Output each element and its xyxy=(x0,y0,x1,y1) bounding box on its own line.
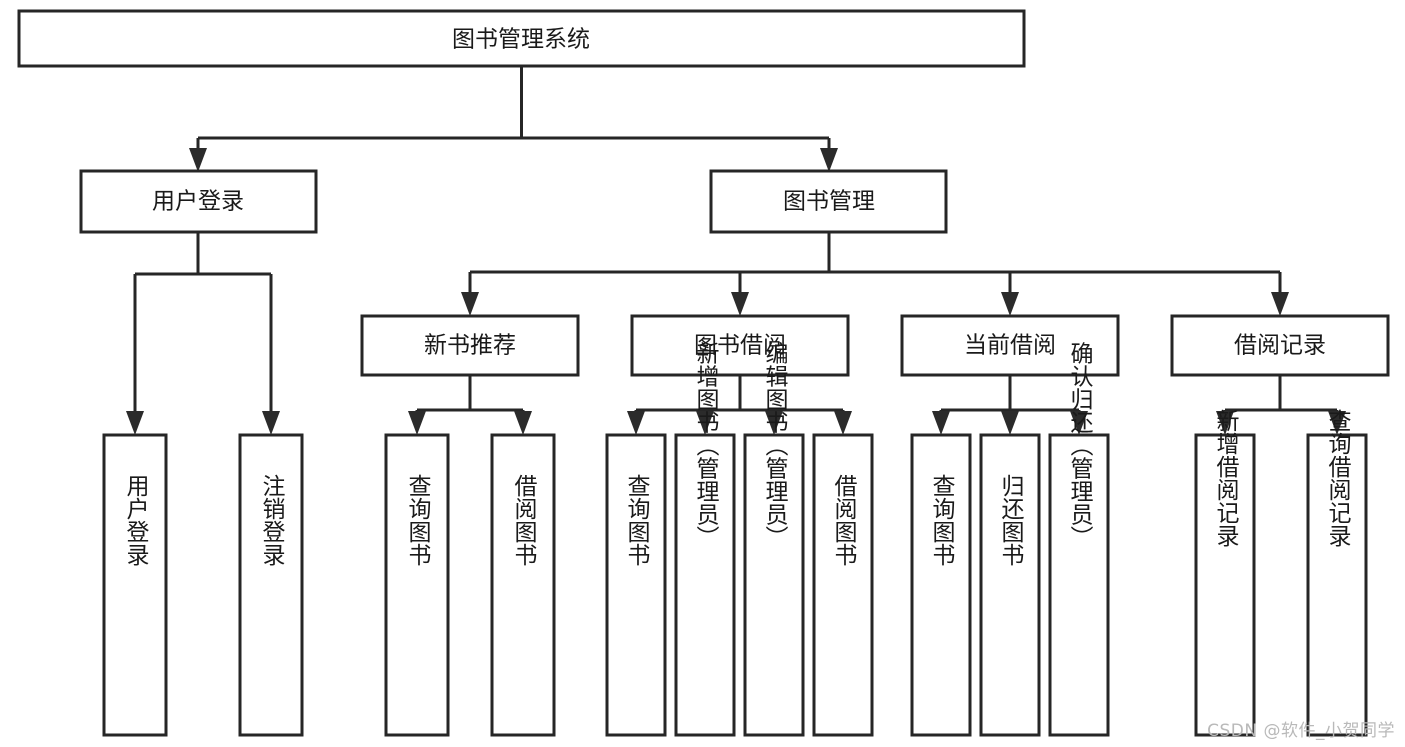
node-leaf-borrow-edit-book[interactable]: 编辑图书（管理员） xyxy=(743,342,805,737)
node-leaf-current-confirm-return[interactable]: 确认归还（管理员） xyxy=(1048,342,1110,737)
arrowhead-borrow-leaf-3 xyxy=(765,411,783,435)
node-current-borrow-label: 当前借阅 xyxy=(964,333,1056,359)
node-root[interactable]: 图书管理系统 xyxy=(17,9,1026,68)
node-leaf-logout-box[interactable] xyxy=(238,433,304,737)
arrowhead-current-leaf-2 xyxy=(1001,411,1019,435)
node-leaf-logout-label: 注销登录 xyxy=(258,474,286,566)
arrowhead-borrow-leaf-2 xyxy=(696,411,714,435)
arrowhead-rec-leaf-1 xyxy=(408,411,426,435)
arrowhead-borrow-leaf-4 xyxy=(834,411,852,435)
node-current-borrow-box[interactable] xyxy=(900,314,1120,377)
edge-group xyxy=(126,66,1346,435)
node-leaf-borrow-query-book-label: 查询图书 xyxy=(623,474,651,566)
node-book-borrow[interactable]: 图书借阅 xyxy=(630,314,850,377)
node-leaf-borrow-add-book-box[interactable] xyxy=(674,433,736,737)
node-leaf-borrow-add-book-label: 新增图书（管理员） xyxy=(692,342,720,549)
node-book-management-box[interactable] xyxy=(709,169,948,234)
node-new-book-recommend-label: 新书推荐 xyxy=(424,333,516,359)
node-current-borrow[interactable]: 当前借阅 xyxy=(900,314,1120,377)
node-user-login-box[interactable] xyxy=(79,169,318,234)
node-borrow-record[interactable]: 借阅记录 xyxy=(1170,314,1390,377)
node-leaf-record-query[interactable]: 查询借阅记录 xyxy=(1306,409,1368,737)
node-leaf-record-add[interactable]: 新增借阅记录 xyxy=(1194,409,1256,737)
node-leaf-rec-query-book-box[interactable] xyxy=(384,433,450,737)
arrowhead-user-login xyxy=(189,148,207,172)
node-user-login[interactable]: 用户登录 xyxy=(79,169,318,234)
arrowhead-rec-leaf-2 xyxy=(514,411,532,435)
node-leaf-rec-query-book-label: 查询图书 xyxy=(404,474,432,566)
arrowhead-current-leaf-3 xyxy=(1070,411,1088,435)
node-leaf-record-add-label: 新增借阅记录 xyxy=(1212,409,1240,547)
node-leaf-record-query-label: 查询借阅记录 xyxy=(1324,409,1352,547)
node-leaf-borrow-query-book[interactable]: 查询图书 xyxy=(605,433,667,737)
arrowhead-record-leaf-2 xyxy=(1328,411,1346,435)
arrowhead-book-mgmt xyxy=(820,148,838,172)
node-book-borrow-box[interactable] xyxy=(630,314,850,377)
arrowhead-borrow-leaf-1 xyxy=(627,411,645,435)
node-leaf-borrow-borrow-book[interactable]: 借阅图书 xyxy=(812,433,874,737)
node-leaf-current-query-book-box[interactable] xyxy=(910,433,972,737)
node-leaf-borrow-borrow-book-box[interactable] xyxy=(812,433,874,737)
arrowhead-current-borrow xyxy=(1001,292,1019,316)
node-new-book-recommend-box[interactable] xyxy=(360,314,580,377)
node-book-borrow-label: 图书借阅 xyxy=(694,333,786,359)
node-leaf-current-query-book[interactable]: 查询图书 xyxy=(910,433,972,737)
node-book-management[interactable]: 图书管理 xyxy=(709,169,948,234)
arrowhead-book-borrow xyxy=(731,292,749,316)
node-book-management-label: 图书管理 xyxy=(783,189,875,215)
arrowhead-current-leaf-1 xyxy=(932,411,950,435)
node-leaf-current-confirm-return-box[interactable] xyxy=(1048,433,1110,737)
node-leaf-record-add-box[interactable] xyxy=(1194,433,1256,737)
node-leaf-rec-borrow-book-box[interactable] xyxy=(490,433,556,737)
node-leaf-rec-borrow-book-label: 借阅图书 xyxy=(510,474,538,566)
arrowhead-new-book-recommend xyxy=(461,292,479,316)
node-leaf-current-return-book[interactable]: 归还图书 xyxy=(979,433,1041,737)
node-leaf-rec-query-book[interactable]: 查询图书 xyxy=(384,433,450,737)
node-leaf-logout[interactable]: 注销登录 xyxy=(238,433,304,737)
node-borrow-record-box[interactable] xyxy=(1170,314,1390,377)
node-leaf-current-confirm-return-label: 确认归还（管理员） xyxy=(1066,342,1094,549)
node-leaf-record-query-box[interactable] xyxy=(1306,433,1368,737)
node-leaf-borrow-add-book[interactable]: 新增图书（管理员） xyxy=(674,342,736,737)
node-leaf-borrow-edit-book-box[interactable] xyxy=(743,433,805,737)
node-leaf-user-login[interactable]: 用户登录 xyxy=(102,433,168,737)
node-leaf-borrow-query-book-box[interactable] xyxy=(605,433,667,737)
arrowhead-record-leaf-1 xyxy=(1216,411,1234,435)
node-leaf-user-login-box[interactable] xyxy=(102,433,168,737)
arrowhead-borrow-record xyxy=(1271,292,1289,316)
node-leaf-current-query-book-label: 查询图书 xyxy=(928,474,956,566)
node-leaf-current-return-book-box[interactable] xyxy=(979,433,1041,737)
node-new-book-recommend[interactable]: 新书推荐 xyxy=(360,314,580,377)
node-user-login-label: 用户登录 xyxy=(152,189,244,215)
arrowhead-leaf-user-login xyxy=(126,411,144,435)
node-borrow-record-label: 借阅记录 xyxy=(1234,333,1326,359)
node-leaf-rec-borrow-book[interactable]: 借阅图书 xyxy=(490,433,556,737)
arrowhead-leaf-logout xyxy=(262,411,280,435)
node-root-box[interactable] xyxy=(17,9,1026,68)
node-leaf-borrow-edit-book-label: 编辑图书（管理员） xyxy=(761,342,789,549)
node-leaf-borrow-borrow-book-label: 借阅图书 xyxy=(830,474,858,566)
node-leaf-user-login-label: 用户登录 xyxy=(122,474,150,566)
node-root-label: 图书管理系统 xyxy=(452,27,590,53)
node-leaf-current-return-book-label: 归还图书 xyxy=(997,474,1025,566)
